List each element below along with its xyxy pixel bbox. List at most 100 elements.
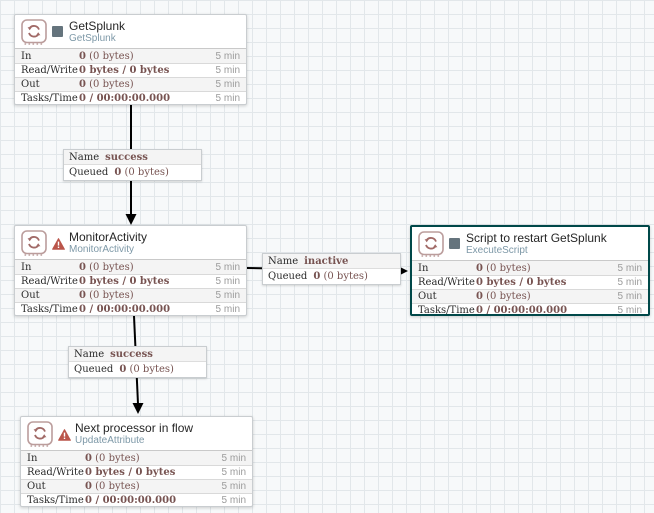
stat-row-out: Out 0 (0 bytes) 5 min (21, 479, 252, 493)
processor-stats: In 0 (0 bytes) 5 min Read/Write 0 bytes … (412, 260, 648, 317)
connection-name-row: Name success (64, 150, 201, 165)
connection-name-key: Name (69, 151, 100, 163)
stat-row-in: In 0 (0 bytes) 5 min (412, 261, 648, 275)
processor-header: MonitorActivity MonitorActivity (15, 226, 246, 259)
processor-type: MonitorActivity (69, 244, 135, 255)
stat-window: 5 min (215, 290, 240, 301)
stat-row-in: In 0 (0 bytes) 5 min (15, 260, 246, 274)
stat-value: 0 bytes / 0 bytes (79, 65, 170, 76)
processor-stamp-icon (21, 19, 47, 50)
invalid-warning-icon (52, 237, 65, 255)
stat-label: Tasks/Time (21, 93, 78, 104)
connection-label-success-1[interactable]: Name success Queued 0 (0 bytes) (63, 149, 202, 181)
stat-value: 0 (0 bytes) (79, 50, 134, 62)
stat-row-tasks: Tasks/Time 0 / 00:00:00.000 5 min (412, 303, 648, 317)
stat-label: In (418, 262, 429, 274)
stat-value: 0 / 00:00:00.000 (85, 495, 177, 506)
processor-header: GetSplunk GetSplunk (15, 15, 246, 48)
connection-name-row: Name inactive (263, 254, 400, 269)
stat-label: Read/Write (27, 467, 84, 478)
stat-row-tasks: Tasks/Time 0 / 00:00:00.000 5 min (15, 302, 246, 316)
stat-label: In (27, 452, 38, 464)
connection-queued-value: 0 (0 bytes) (114, 167, 169, 178)
arrowhead-down-icon (125, 214, 137, 225)
processor-type: GetSplunk (69, 33, 116, 44)
stat-window: 5 min (215, 261, 240, 273)
processor-type: UpdateAttribute (75, 435, 145, 446)
connection-queued-row: Queued 0 (0 bytes) (64, 165, 201, 180)
stat-row-in: In 0 (0 bytes) 5 min (21, 451, 252, 465)
stat-window: 5 min (617, 262, 642, 274)
stat-label: Tasks/Time (27, 495, 84, 506)
stat-window: 5 min (617, 291, 642, 302)
stat-value: 0 (0 bytes) (79, 261, 134, 273)
stat-value: 0 bytes / 0 bytes (476, 277, 567, 288)
processor-header: Script to restart GetSplunk ExecuteScrip… (412, 227, 648, 260)
connection-name-row: Name success (69, 347, 206, 362)
connection-queued-row: Queued 0 (0 bytes) (69, 362, 206, 377)
processor-title: GetSplunk (69, 19, 126, 33)
processor-stats: In 0 (0 bytes) 5 min Read/Write 0 bytes … (15, 259, 246, 316)
stat-label: In (21, 50, 32, 62)
stat-label: Read/Write (21, 276, 78, 287)
connection-name-value: success (105, 151, 148, 163)
stat-label: Read/Write (21, 65, 78, 76)
connection-queued-key: Queued (69, 167, 109, 178)
processor-title: Next processor in flow (75, 421, 194, 435)
stat-row-readwrite: Read/Write 0 bytes / 0 bytes 5 min (412, 275, 648, 289)
stat-window: 5 min (215, 50, 240, 62)
stat-value: 0 (0 bytes) (85, 481, 140, 492)
stat-label: Out (418, 291, 437, 302)
stopped-square-icon (449, 238, 460, 249)
stat-label: Tasks/Time (418, 305, 475, 316)
stat-value: 0 (0 bytes) (79, 290, 134, 301)
stopped-square-icon (52, 26, 63, 37)
stat-window: 5 min (215, 276, 240, 287)
stat-window: 5 min (221, 452, 246, 464)
stat-label: Out (27, 481, 46, 492)
stat-window: 5 min (617, 277, 642, 288)
stat-row-readwrite: Read/Write 0 bytes / 0 bytes 5 min (15, 63, 246, 77)
stat-value: 0 (0 bytes) (85, 452, 140, 464)
processor-getsplunk[interactable]: GetSplunk GetSplunk In 0 (0 bytes) 5 min… (14, 14, 247, 105)
stat-label: Tasks/Time (21, 304, 78, 315)
connection-name-key: Name (268, 255, 299, 267)
stat-row-in: In 0 (0 bytes) 5 min (15, 49, 246, 63)
connection-queued-row: Queued 0 (0 bytes) (263, 269, 400, 284)
connection-name-key: Name (74, 348, 105, 360)
stat-window: 5 min (215, 93, 240, 104)
invalid-warning-icon (58, 428, 71, 446)
stat-label: Read/Write (418, 277, 475, 288)
stat-row-out: Out 0 (0 bytes) 5 min (15, 288, 246, 302)
processor-stamp-icon (27, 421, 53, 452)
stat-row-readwrite: Read/Write 0 bytes / 0 bytes 5 min (21, 465, 252, 479)
connection-queued-key: Queued (74, 364, 114, 375)
processor-next-processor-in-flow[interactable]: Next processor in flow UpdateAttribute I… (20, 416, 253, 507)
stat-value: 0 (0 bytes) (476, 262, 531, 274)
stat-window: 5 min (221, 495, 246, 506)
stat-value: 0 bytes / 0 bytes (79, 276, 170, 287)
stat-row-readwrite: Read/Write 0 bytes / 0 bytes 5 min (15, 274, 246, 288)
stat-window: 5 min (617, 305, 642, 316)
stat-label: Out (21, 79, 40, 90)
processor-monitoractivity[interactable]: MonitorActivity MonitorActivity In 0 (0 … (14, 225, 247, 316)
connection-label-inactive[interactable]: Name inactive Queued 0 (0 bytes) (262, 253, 401, 285)
processor-stamp-icon (21, 230, 47, 261)
stat-value: 0 / 00:00:00.000 (79, 304, 171, 315)
connection-queued-value: 0 (0 bytes) (313, 271, 368, 282)
stat-window: 5 min (215, 65, 240, 76)
stat-label: In (21, 261, 32, 273)
processor-script-to-restart-getsplunk[interactable]: Script to restart GetSplunk ExecuteScrip… (410, 225, 650, 316)
processor-stamp-icon (418, 231, 444, 262)
connection-label-success-2[interactable]: Name success Queued 0 (0 bytes) (68, 346, 207, 378)
stat-value: 0 bytes / 0 bytes (85, 467, 176, 478)
stat-value: 0 / 00:00:00.000 (476, 305, 568, 316)
connection-name-value: inactive (304, 255, 349, 267)
connection-name-value: success (110, 348, 153, 360)
processor-stats: In 0 (0 bytes) 5 min Read/Write 0 bytes … (15, 48, 246, 105)
connection-queued-value: 0 (0 bytes) (119, 364, 174, 375)
arrowhead-down-icon (132, 403, 144, 414)
stat-window: 5 min (215, 79, 240, 90)
processor-header: Next processor in flow UpdateAttribute (21, 417, 252, 450)
